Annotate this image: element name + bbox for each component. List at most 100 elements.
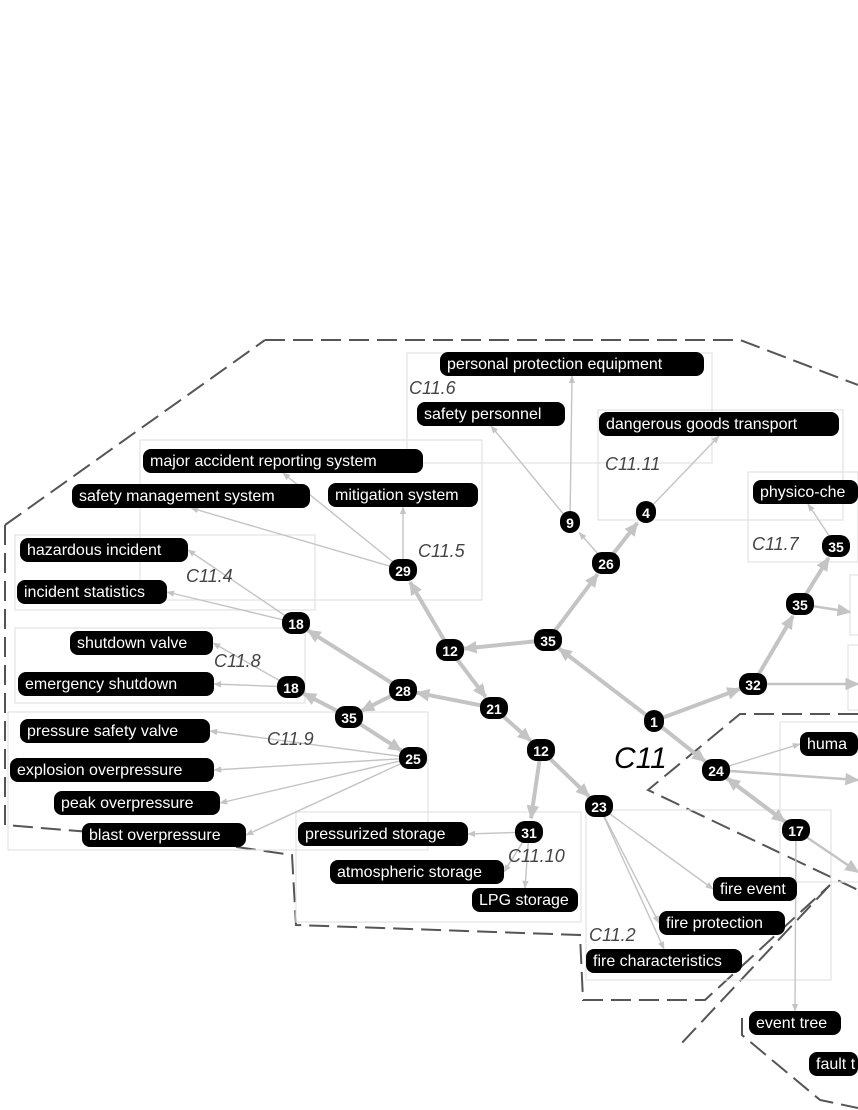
node-value: 1 — [650, 714, 658, 730]
node: 31 — [515, 821, 543, 843]
node: 35 — [534, 629, 562, 651]
cluster-label: C11.8 — [214, 651, 261, 671]
concept-label-bg — [143, 449, 423, 473]
node-bg — [534, 629, 562, 651]
node-bg — [399, 747, 427, 769]
edges — [166, 375, 858, 1012]
concept-label-bg — [20, 719, 210, 743]
concept-label-text: atmospheric storage — [337, 864, 482, 881]
concept-label: shutdown valve — [70, 631, 213, 655]
concept-label: LPG storage — [472, 888, 578, 912]
node-value: 26 — [598, 556, 614, 572]
concept-label: incident statistics — [17, 580, 167, 604]
concept-label-text: hazardous incident — [27, 542, 162, 559]
edge-n24-l_hum — [715, 743, 801, 771]
cluster-hull-bottom-right — [741, 1018, 858, 1109]
node-value: 18 — [288, 616, 304, 632]
box-c11-4 — [14, 534, 316, 611]
node-bg — [702, 759, 730, 781]
box-human — [779, 721, 858, 883]
edge-n17-l_et — [791, 829, 799, 1012]
node-bg — [335, 706, 363, 728]
concept-label-text: pressurized storage — [305, 826, 446, 843]
node-value: 12 — [442, 643, 458, 659]
cluster-label: C11.11 — [605, 454, 660, 474]
concept-label: explosion overpressure — [10, 758, 214, 782]
node: 12 — [527, 739, 555, 761]
concept-label: event tree — [749, 1011, 841, 1035]
cluster-label: C11.7 — [752, 534, 800, 554]
concept-label: fire event — [713, 877, 797, 901]
node: 4 — [636, 501, 656, 523]
node: 23 — [585, 795, 613, 817]
box-right-a — [849, 574, 858, 636]
edge-n29-l_sms — [190, 506, 404, 571]
node-bg — [282, 612, 310, 634]
node: 32 — [739, 673, 767, 695]
concept-label-text: fault t — [816, 1056, 856, 1073]
node: 1 — [644, 710, 664, 732]
concept-label: emergency shutdown — [18, 672, 214, 696]
concept-label-text: safety management system — [79, 488, 275, 505]
node-bg — [739, 673, 767, 695]
edge-n28-n18a — [306, 628, 405, 692]
node: 24 — [702, 759, 730, 781]
concept-label: fire characteristics — [586, 949, 742, 973]
concept-label-text: mitigation system — [335, 487, 459, 504]
concept-label-text: physico-che — [760, 484, 845, 501]
node-value: 24 — [708, 763, 724, 779]
edge-n18b-l_sv — [212, 642, 292, 688]
concept-label-bg — [330, 860, 504, 884]
node-value: 9 — [566, 515, 574, 531]
concept-label-bg — [659, 911, 785, 935]
node: 12 — [436, 639, 464, 661]
node-bg — [786, 593, 814, 615]
concept-label-text: incident statistics — [24, 584, 145, 601]
node-bg — [527, 739, 555, 761]
edge-n23-l_fp — [598, 805, 660, 924]
node-bg — [480, 697, 508, 719]
node: 21 — [480, 697, 508, 719]
node: 35 — [822, 535, 850, 557]
concept-label: personal protection equipment — [440, 352, 704, 376]
concept-label: major accident reporting system — [143, 449, 423, 473]
concept-label: physico-che — [753, 480, 858, 504]
edge-n1-n35c — [557, 646, 656, 723]
node-bg — [560, 511, 580, 533]
node: 18 — [277, 676, 305, 698]
edge-n9-l_ppe — [568, 375, 576, 523]
concept-label-bg — [586, 949, 742, 973]
edge-n23-l_fc — [598, 805, 665, 950]
edge-n4-l_dgt — [645, 435, 720, 513]
concept-label-bg — [54, 791, 220, 815]
concept-label-text: fire characteristics — [593, 953, 722, 970]
edge-n25-l_psv — [209, 728, 414, 759]
box-c11-5 — [139, 439, 483, 601]
node: 35 — [786, 593, 814, 615]
cluster-hull-main — [4, 339, 858, 1001]
concept-label: safety management system — [72, 484, 310, 508]
concept-label-bg — [800, 732, 858, 756]
node-bg — [585, 795, 613, 817]
concept-label-text: peak overpressure — [61, 795, 194, 812]
node-value: 28 — [395, 683, 411, 699]
node-bg — [389, 559, 417, 581]
concept-label: hazardous incident — [20, 538, 188, 562]
cluster-label: C11.6 — [409, 378, 457, 398]
box-right-b — [847, 644, 858, 711]
concept-label: huma — [800, 732, 858, 756]
concept-label-bg — [20, 538, 188, 562]
concept-label-bg — [440, 352, 704, 376]
node-bg — [515, 821, 543, 843]
cluster-label: C11.4 — [186, 566, 233, 586]
concept-label-bg — [298, 822, 468, 846]
cluster-labels: C11.6C11.11C11.5C11.4C11.8C11.9C11.10C11… — [186, 378, 800, 945]
concept-label-text: fire event — [720, 881, 786, 898]
edge-n18a-l_hi — [187, 549, 297, 624]
concept-label-text: personal protection equipment — [447, 356, 663, 373]
node-value: 18 — [283, 680, 299, 696]
edge-n9-l_sp — [490, 425, 571, 523]
